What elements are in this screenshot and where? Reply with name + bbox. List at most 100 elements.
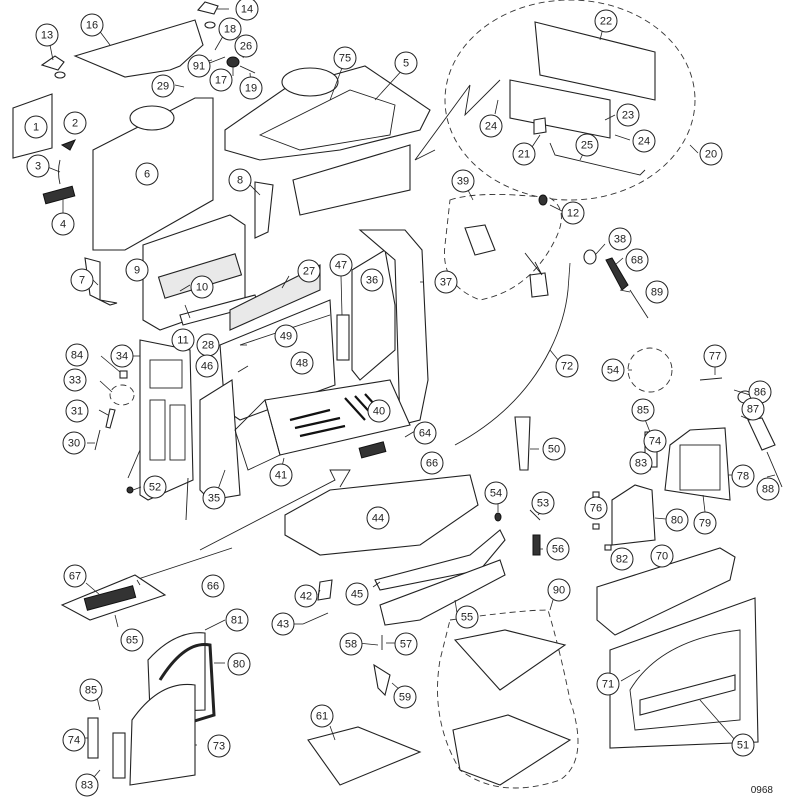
callout-circle (547, 578, 571, 602)
callout-76: 76 (584, 496, 608, 520)
callout-circle (561, 201, 585, 225)
callout-circle (190, 275, 214, 299)
callout-circle (171, 328, 195, 352)
callout-circle (345, 582, 369, 606)
callout-85a: 85 (631, 398, 655, 422)
part-glass-5 (258, 89, 396, 151)
callout-58: 58 (339, 632, 363, 656)
callout-circle (271, 612, 295, 636)
part-knob-21 (533, 117, 547, 135)
callout-45: 45 (345, 582, 369, 606)
part-front-panel-window (149, 359, 183, 389)
callout-83b: 83 (75, 773, 99, 797)
callout-label: 36 (366, 275, 378, 287)
callout-label: 38 (614, 234, 626, 246)
callout-circle (65, 399, 89, 423)
callout-53: 53 (531, 491, 555, 515)
callout-55: 55 (455, 605, 479, 629)
callout-label: 91 (193, 61, 205, 73)
callout-label: 75 (339, 53, 351, 65)
part-cap-84 (119, 370, 128, 379)
part-handle-56 (532, 534, 541, 556)
callout-47: 47 (329, 253, 353, 277)
callout-11: 11 (171, 328, 195, 352)
callout-37: 37 (434, 270, 458, 294)
callout-31: 31 (65, 399, 89, 423)
part-clip-42 (317, 579, 333, 601)
callout-label: 41 (275, 470, 287, 482)
callout-label: 3 (35, 161, 41, 173)
part-knob-17 (226, 56, 240, 68)
callout-7: 7 (70, 268, 94, 292)
callout-label: 24 (485, 121, 497, 133)
callout-label: 76 (590, 503, 602, 515)
callout-89: 89 (645, 280, 669, 304)
callout-label: 44 (372, 513, 384, 525)
callout-label: 23 (622, 110, 634, 122)
part-handle-13 (40, 55, 65, 71)
part-plate-4 (42, 185, 76, 205)
callout-circle (360, 268, 384, 292)
callout-circle (333, 46, 357, 70)
callout-label: 4 (60, 219, 66, 231)
callout-circle (631, 398, 655, 422)
callout-label: 87 (747, 404, 759, 416)
callout-48: 48 (290, 351, 314, 375)
callout-label: 14 (241, 4, 253, 16)
arrow-damper (524, 252, 543, 276)
callout-circle (366, 506, 390, 530)
callout-85b: 85 (79, 678, 103, 702)
callout-label: 65 (126, 635, 138, 647)
arrow-to-bypass (414, 79, 501, 161)
callout-label: 74 (649, 436, 661, 448)
callout-label: 5 (403, 58, 409, 70)
callout-circle (741, 397, 765, 421)
callout-label: 88 (762, 484, 774, 496)
callout-circle (594, 9, 618, 33)
callout-circle (512, 142, 536, 166)
callout-circle (310, 704, 334, 728)
callout-circle (531, 491, 555, 515)
callout-label: 52 (149, 482, 161, 494)
callout-label: 42 (300, 591, 312, 603)
callout-label: 58 (345, 639, 357, 651)
part-hearth-41 (234, 399, 281, 471)
part-slide-67 (83, 585, 137, 611)
callout-label: 30 (68, 438, 80, 450)
arrow-to-ash-slide (199, 469, 351, 551)
callout-circle (294, 584, 318, 608)
callout-label: 10 (196, 282, 208, 294)
callout-25: 25 (575, 133, 599, 157)
part-crank-38 (583, 249, 597, 265)
part-handle-31 (105, 408, 116, 429)
callout-label: 11 (177, 335, 188, 347)
part-hinge-group-54 (627, 347, 673, 393)
callout-1: 1 (24, 115, 48, 139)
part-handle-87 (747, 417, 776, 451)
callout-label: 7 (79, 275, 85, 287)
callout-21: 21 (512, 142, 536, 166)
part-side-panel-37 (358, 229, 429, 426)
callout-24b: 24 (632, 129, 656, 153)
callout-circle (367, 399, 391, 423)
callout-label: 17 (215, 75, 227, 87)
callout-circle (434, 270, 458, 294)
callout-54a: 54 (484, 481, 508, 505)
callout-28: 28 (196, 333, 220, 357)
callout-label: 8 (237, 175, 243, 187)
part-clip-82 (604, 544, 612, 551)
callout-67: 67 (63, 564, 87, 588)
part-ash-tray (452, 714, 572, 786)
part-spring-3 (58, 159, 61, 185)
part-ash-slide-64 (358, 441, 387, 459)
callout-circle (62, 431, 86, 455)
drawing-number: 0968 (750, 785, 773, 796)
callout-circle (703, 344, 727, 368)
callout-circle (596, 672, 620, 696)
callout-label: 13 (41, 30, 53, 42)
callout-label: 43 (277, 619, 289, 631)
callout-label: 45 (351, 589, 363, 601)
callout-label: 46 (201, 361, 213, 373)
part-door-78 (664, 427, 731, 501)
